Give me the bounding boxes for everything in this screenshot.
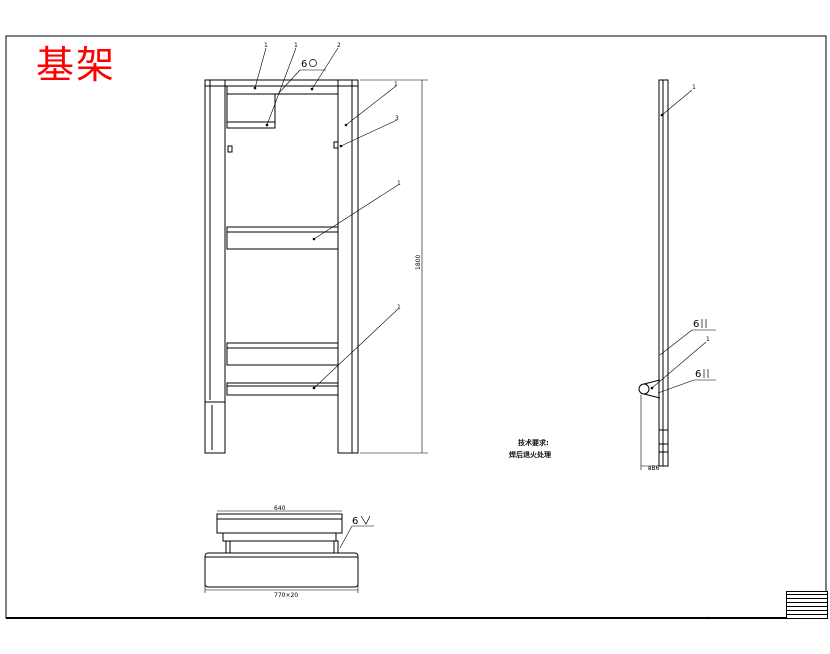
bottom-base-plate	[204, 552, 359, 588]
notes-heading: 技术要求:	[518, 439, 549, 447]
callout-label: 1	[397, 304, 401, 311]
front-weld-symbol: 6	[301, 59, 307, 70]
drawing-title: 基架	[36, 43, 117, 87]
side-dimension-text: вВ6	[648, 465, 660, 472]
sheet-border	[5, 35, 827, 619]
hinge-circle	[638, 383, 650, 395]
weld-all-around-icon	[309, 59, 317, 67]
bottom-crossbar	[226, 382, 339, 396]
bottom-top-plate	[216, 513, 343, 534]
left-foot	[204, 401, 226, 454]
middle-crossbar	[226, 226, 339, 250]
weld-symbol: 6	[695, 369, 701, 380]
fillet-weld-icon	[701, 319, 709, 378]
callout-label: 1	[264, 42, 268, 49]
front-callouts: 1 1 2 1 3 1 1	[264, 42, 401, 311]
callout-label: 1	[706, 336, 710, 343]
callout-label: 1	[394, 81, 398, 88]
title-block	[786, 591, 828, 619]
weld-symbol: 6	[693, 319, 699, 330]
side-weld-symbols: 6 6	[693, 319, 701, 380]
fillet-weld-icon	[360, 515, 371, 525]
marker-dot	[706, 616, 710, 620]
lower-crossbar	[226, 342, 339, 366]
bracket	[226, 93, 276, 129]
height-dimension-text: 1800	[415, 255, 422, 270]
callout-label: 1	[692, 84, 696, 91]
callout-label: 3	[395, 115, 399, 122]
left-post	[204, 79, 226, 454]
side-view	[638, 79, 716, 470]
right-post	[337, 79, 359, 454]
callout-label: 1	[294, 42, 298, 49]
top-dimension-text: 640	[274, 505, 286, 512]
callout-label: 2	[337, 42, 341, 49]
bottom-dimension-text: 770×20	[274, 592, 298, 599]
side-callouts: 1 1	[692, 84, 710, 343]
top-rail	[204, 79, 359, 87]
bottom-weld-symbol: 6	[352, 516, 358, 527]
bottom-view	[204, 510, 374, 593]
side-callout-dots	[650, 113, 664, 390]
front-view	[204, 47, 428, 454]
front-callout-dots	[253, 86, 348, 390]
callout-label: 1	[397, 180, 401, 187]
notes-line: 焊后退火处理	[509, 451, 551, 459]
